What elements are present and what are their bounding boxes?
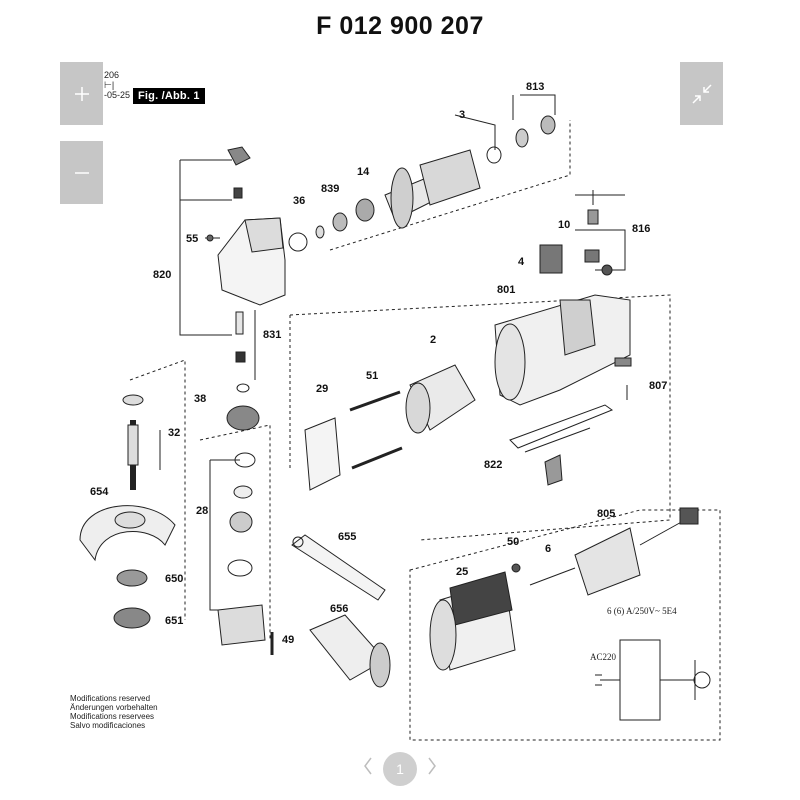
modifications-line: Modifications reserved [70, 694, 151, 703]
zoom-in-button[interactable] [60, 62, 103, 125]
part-label-14: 14 [357, 166, 370, 178]
revision-line: -05-25 [104, 90, 131, 100]
part-label-50: 50 [507, 536, 519, 548]
pagination: 1 [334, 744, 466, 794]
part-label-51: 51 [366, 370, 378, 382]
schematic-supply: AC220 [590, 652, 617, 662]
part-label-801: 801 [497, 284, 515, 296]
revision-info: 206 ⊢| -05-25 [104, 70, 130, 100]
plus-icon [74, 86, 89, 101]
modifications-line: Änderungen vorbehalten [70, 703, 158, 712]
modifications-line: Salvo modificaciones [70, 721, 146, 730]
part-label-2: 2 [430, 334, 436, 346]
part-label-656: 656 [330, 603, 348, 615]
part-label-820: 820 [153, 269, 171, 281]
current-page-indicator[interactable]: 1 [383, 752, 417, 786]
zoom-out-button[interactable] [60, 141, 103, 204]
part-label-6: 6 [545, 543, 551, 555]
part-label-807: 807 [649, 380, 667, 392]
part-label-4: 4 [518, 256, 525, 268]
collapse-arrows-icon [691, 83, 712, 104]
modifications-line: Modifications reservees [70, 712, 155, 721]
part-label-10: 10 [558, 219, 570, 231]
part-label-650: 650 [165, 573, 183, 585]
next-page-button[interactable] [423, 756, 441, 782]
part-label-49: 49 [282, 634, 294, 646]
part-label-36: 36 [293, 195, 305, 207]
part-label-816: 816 [632, 223, 650, 235]
prev-page-button[interactable] [359, 756, 377, 782]
revision-line: 206 [104, 70, 120, 80]
part-label-805: 805 [597, 508, 615, 520]
part-label-55: 55 [186, 233, 198, 245]
part-label-822: 822 [484, 459, 502, 471]
part-label-32: 32 [168, 427, 180, 439]
document-title: F 012 900 207 [316, 12, 484, 40]
part-label-831: 831 [263, 329, 281, 341]
minus-icon [74, 171, 89, 174]
part-label-29: 29 [316, 383, 328, 395]
part-label-654: 654 [90, 486, 109, 498]
chevron-right-icon [428, 757, 436, 775]
modifications-notice: Modifications reserved Änderungen vorbeh… [70, 694, 158, 730]
part-label-839: 839 [321, 183, 339, 195]
chevron-left-icon [364, 757, 372, 775]
part-label-655: 655 [338, 531, 356, 543]
part-label-651: 651 [165, 615, 183, 627]
part-label-3: 3 [459, 109, 465, 121]
figure-label: Fig. /Abb. 1 [133, 88, 205, 104]
revision-line: ⊢| [104, 80, 115, 90]
exit-fullscreen-button[interactable] [680, 62, 723, 125]
part-label-28: 28 [196, 505, 208, 517]
part-label-38: 38 [194, 393, 206, 405]
part-label-813: 813 [526, 81, 544, 93]
schematic-rating: 6 (6) A/250V~ 5E4 [607, 606, 677, 616]
part-label-25: 25 [456, 566, 468, 578]
